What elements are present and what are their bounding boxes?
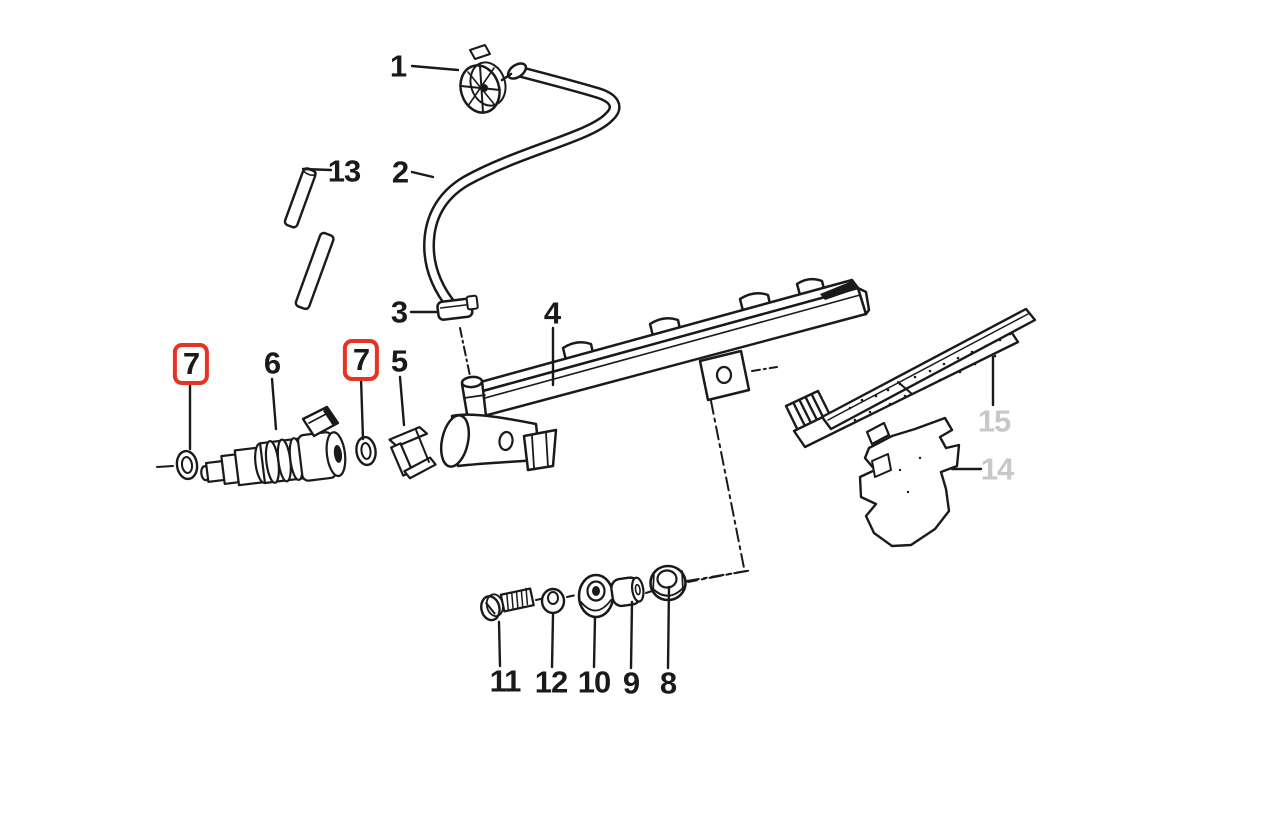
rubber-sleeves-art — [283, 167, 335, 311]
callout-7-right[interactable]: 7 — [342, 339, 380, 381]
alignment-dash-clamp — [459, 327, 471, 377]
leader-lines — [188, 64, 995, 670]
callout-14[interactable]: 14 — [980, 451, 1014, 487]
callout-15[interactable]: 15 — [977, 403, 1011, 439]
cable-channel-art — [784, 307, 1037, 449]
callout-13[interactable]: 13 — [327, 153, 361, 189]
small-clamp-art — [436, 294, 479, 321]
callout-10[interactable]: 10 — [577, 664, 611, 700]
axis-dash-left — [156, 465, 174, 468]
callout-3[interactable]: 3 — [390, 294, 408, 330]
callout-1[interactable]: 1 — [389, 48, 407, 84]
callout-12[interactable]: 12 — [534, 664, 568, 700]
fuel-injector-art — [200, 405, 347, 487]
o-ring-right-art — [355, 435, 377, 467]
o-ring-left-art — [175, 449, 199, 481]
hose-clamp-art — [459, 44, 513, 114]
fastener-set-art — [480, 564, 754, 622]
callout-8[interactable]: 8 — [659, 665, 677, 701]
callout-11[interactable]: 11 — [489, 663, 522, 699]
callout-7-left[interactable]: 7 — [172, 343, 210, 385]
callout-6[interactable]: 6 — [263, 345, 281, 381]
callout-5[interactable]: 5 — [390, 343, 408, 379]
callout-4[interactable]: 4 — [543, 295, 561, 331]
bracket-cover-art — [858, 416, 961, 548]
callout-2[interactable]: 2 — [391, 154, 409, 190]
alignment-dash-lug — [751, 366, 778, 372]
alignment-line-vertical — [710, 400, 745, 569]
retaining-clip-art — [388, 426, 437, 480]
fuel-hose-art — [423, 62, 621, 312]
callout-9[interactable]: 9 — [622, 665, 640, 701]
fuel-rail-art — [439, 277, 871, 472]
